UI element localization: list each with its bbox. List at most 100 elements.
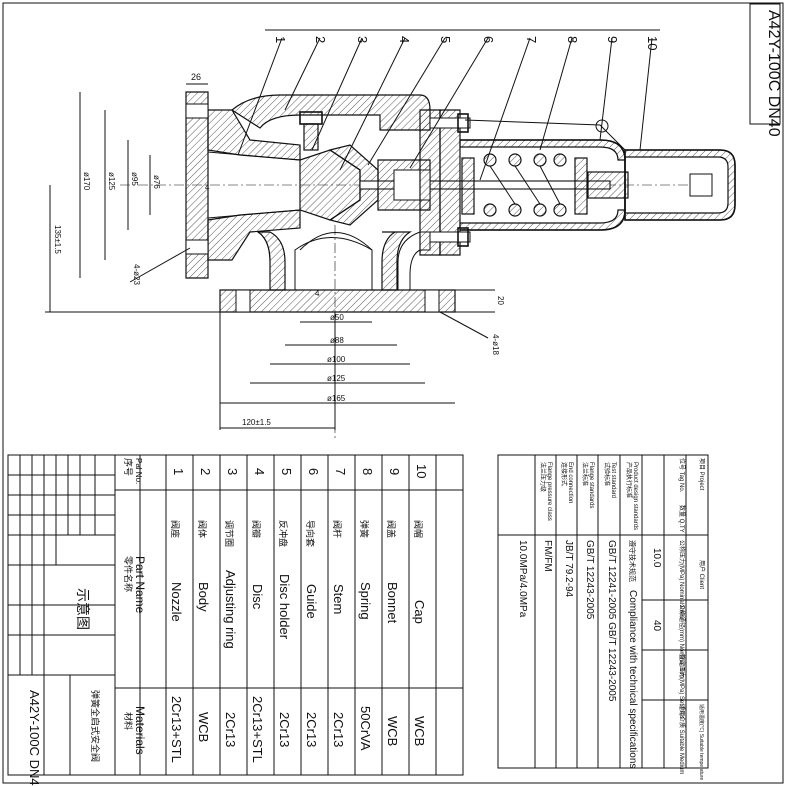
seal-wire [464,119,626,151]
balloon-2: 2 [313,36,328,43]
bonnet-wall-top [459,139,626,161]
dim-d165: ø165 [327,394,346,403]
part-name-cn: 阀体 [197,520,208,538]
dim-height-135: 135±1.5 [53,225,62,254]
balloon-4: 4 [397,36,412,43]
part-row-3: 3 调节圈 Adjusting ring 2Cr13 [223,468,240,747]
product-name-cn: 弹簧全启式安全阀 [90,690,101,762]
outlet-bolt-hole-right [424,289,440,313]
part-name-cn: 阀杆 [332,520,343,538]
part-name: Guide [304,584,319,619]
model-label-box: A42Y-100C DN40 [749,3,782,137]
cap-wall [624,149,736,221]
parts-header-no-en: Pal No. [134,458,143,484]
part-name-cn: 阀瓣 [251,520,261,538]
spec-row-1: 产品执行标准 Product design standards 遵守技术规范 C… [625,462,638,768]
part-material: WCB [412,716,427,746]
part-material: WCB [385,716,400,746]
part-material: WCB [196,712,211,742]
part-name-cn: 调节圈 [224,520,234,547]
spec-label-en: Flange standards [588,462,594,508]
bonnet-flange [439,109,461,256]
spring [461,153,588,217]
part-no: 5 [279,468,294,475]
parts-header-name-cn: 零件名称 [123,556,134,592]
dim-dia-76: ø76 [152,175,161,189]
spec-row-3: 法兰标准 Flange standards GB/T 12243-2005 [581,462,595,620]
part-name: Adjusting ring [223,570,238,649]
part-name-cn: 反冲盘 [278,520,289,547]
part-name-cn: 阀座 [170,520,181,538]
part-material: 2Cr13 [277,712,292,747]
schematic-label: 示意图 [75,588,91,630]
body-outlet-left-wall [256,231,286,291]
spec-value: Compliance with technical specifications [627,590,638,768]
spec-label-cn: 连接形式 [560,462,568,486]
spec-row-4: 连接形式 End connection JB/T 79.2-94 [560,462,574,598]
valve-section-drawing [120,29,736,440]
part-no: 8 [360,468,375,475]
balloon-10: 10 [645,36,660,50]
part-row-5: 5 反冲盘 Disc holder 2Cr13 [277,468,294,747]
spec-label-cn: 法兰压力级 [539,462,547,492]
model-label-top: A42Y-100C DN40 [765,10,782,137]
part-no: 6 [306,468,321,475]
part-name: Disc [250,584,265,610]
nozzle-upper-wall [207,109,301,161]
part-name: Stem [331,584,346,614]
dim-dia-125-inlet: ø125 [107,172,116,191]
spec-temp-label: 适用温度(℃) Suitable temperature [698,704,705,780]
part-row-10: 10 阀帽 Cap WCB [412,464,429,746]
spec-label-en: Flange pressure class [546,462,552,521]
spec-client-label: 用户 Client [698,560,706,589]
part-row-1: 1 阀座 Nozzle 2Cr13+STL [169,468,186,763]
balloon-9: 9 [605,36,620,43]
spec-value: GB/T 12243-2005 [584,540,595,620]
parts-header-mat-cn: 材料 [123,712,134,730]
balloon-3: 3 [355,36,370,43]
spec-label-cn: 产品执行标准 [625,462,633,498]
spec-label-en: End connection [567,462,573,503]
part-material: 2Cr13+STL [250,696,265,763]
spec-value-cn: 遵守技术规范 [628,540,637,582]
model-label-bottom: A42Y-100C DN40 [27,690,42,786]
part-balloons: 1 2 3 4 5 6 7 8 9 10 [273,36,660,50]
part-name: Disc holder [277,574,292,640]
outlet-bolt-hole-left [235,289,251,313]
part-material: 50CrVA [358,706,373,751]
inlet-bolt-hole-top [185,103,209,119]
part-no: 7 [333,468,348,475]
balloon-8: 8 [565,36,580,43]
part-no: 2 [198,468,213,475]
title-block: 示意图 A42Y-100C DN40 弹簧全启式安全阀 [7,454,116,786]
dim-d100: ø100 [327,355,346,364]
adjusting-screw [587,171,629,199]
part-material: 2Cr13+STL [169,696,184,763]
part-no: 9 [387,468,402,475]
part-row-6: 6 导向套 Guide 2Cr13 [304,468,321,747]
part-row-2: 2 阀体 Body WCB [196,468,213,742]
spec-nominal-press-value: 10.0 [651,548,662,568]
spec-nominal-dia-value: 40 [651,620,662,632]
spec-project-label: 项目 Project [698,458,705,491]
part-name: Spring [358,582,373,620]
dim-outlet-4: 4 [315,289,320,298]
parts-header-no-cn: 序号 [123,458,134,476]
balloon-1: 1 [273,36,288,43]
leader-lines [237,29,660,181]
part-no: 10 [414,464,429,478]
spec-nominal-dia-label: 公称通径(mm) Nominal Dim. [678,604,686,680]
dim-inlet-4: 4 [205,183,210,192]
spec-label-en: Product design standards [632,462,638,530]
dim-length-120: 120±1.5 [242,418,271,427]
outlet-flange [219,289,456,313]
inlet-bolt-hole-bottom [185,239,209,255]
part-no: 3 [225,468,240,475]
outlet-flow-arc [299,232,373,251]
body-upper-wall [230,94,431,131]
part-material: 2Cr13 [331,712,346,747]
spec-label-cn: 试验标准 [603,462,611,486]
part-name: Cap [412,600,427,624]
part-name-cn: 阀帽 [413,520,424,538]
